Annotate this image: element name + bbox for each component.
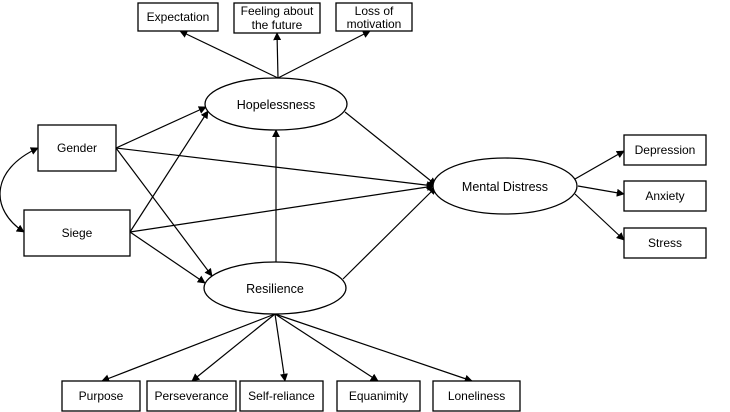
arrow-resilience-purpose (101, 313, 276, 383)
node-hopelessness-label: Hopelessness (237, 98, 316, 112)
arrow-hopelessness-feeling (273, 32, 282, 79)
node-resilience-label: Resilience (246, 282, 304, 296)
arrow-resilience-self-reliance (274, 313, 288, 382)
node-siege-label: Siege (62, 226, 93, 240)
arrow-resilience-loneliness (274, 313, 473, 383)
node-expectation: Expectation (137, 2, 219, 32)
node-self-reliance-label: Self-reliance (248, 389, 315, 403)
node-depression-label: Depression (635, 143, 696, 157)
arrow-siege-hopelessness (129, 110, 209, 233)
node-anxiety: Anxiety (623, 180, 707, 212)
node-purpose-label: Purpose (79, 389, 124, 403)
node-loneliness-label: Loneliness (448, 389, 505, 403)
arrow-resilience-perseverance (191, 313, 276, 382)
arrow-hopelessness-expectation (179, 30, 279, 79)
node-loneliness: Loneliness (432, 380, 521, 412)
arrow-gender-hopelessness (115, 106, 207, 149)
arrow-distress-stress (574, 193, 625, 241)
arrow-gender-resilience (115, 147, 213, 277)
node-feeling-label-line2: the future (252, 18, 303, 32)
arrow-distress-anxiety (577, 185, 625, 197)
node-feeling-label-line1: Feeling about (241, 4, 314, 18)
node-stress: Stress (623, 227, 707, 259)
node-depression: Depression (623, 134, 707, 166)
node-motivation-label-line1: Loss of (355, 4, 394, 18)
node-perseverance-label: Perseverance (154, 389, 228, 403)
node-loss-of-motivation: Loss of motivation (335, 2, 413, 32)
node-gender: Gender (37, 124, 117, 172)
arrow-hopelessness-motivation (277, 30, 371, 79)
node-motivation-label-line2: motivation (347, 17, 402, 31)
node-mental-distress-label: Mental Distress (462, 180, 548, 194)
node-resilience: Resilience (203, 261, 347, 315)
arrow-resilience-equanimity (274, 313, 379, 382)
arrow-hopelessness-distress (344, 111, 437, 186)
node-expectation-label: Expectation (147, 10, 210, 24)
node-equanimity-label: Equanimity (349, 389, 408, 403)
node-stress-label: Stress (648, 236, 682, 250)
node-equanimity: Equanimity (336, 380, 421, 412)
arrow-gender-distress (115, 147, 435, 190)
node-perseverance: Perseverance (146, 380, 237, 412)
node-hopelessness: Hopelessness (204, 77, 348, 131)
node-anxiety-label: Anxiety (645, 189, 684, 203)
arrows (0, 30, 625, 383)
node-siege: Siege (23, 209, 131, 257)
node-self-reliance: Self-reliance (239, 380, 324, 412)
node-gender-label: Gender (57, 141, 97, 155)
node-purpose: Purpose (61, 380, 141, 412)
arrow-siege-resilience (129, 231, 206, 284)
arrow-resilience-distress (342, 186, 437, 280)
arrow-siege-distress (129, 183, 435, 233)
node-feeling-about-the-future: Feeling about the future (233, 2, 321, 34)
arrow-gender-siege-covariance (0, 147, 39, 233)
arrow-distress-depression (574, 150, 625, 180)
node-mental-distress: Mental Distress (432, 157, 578, 215)
